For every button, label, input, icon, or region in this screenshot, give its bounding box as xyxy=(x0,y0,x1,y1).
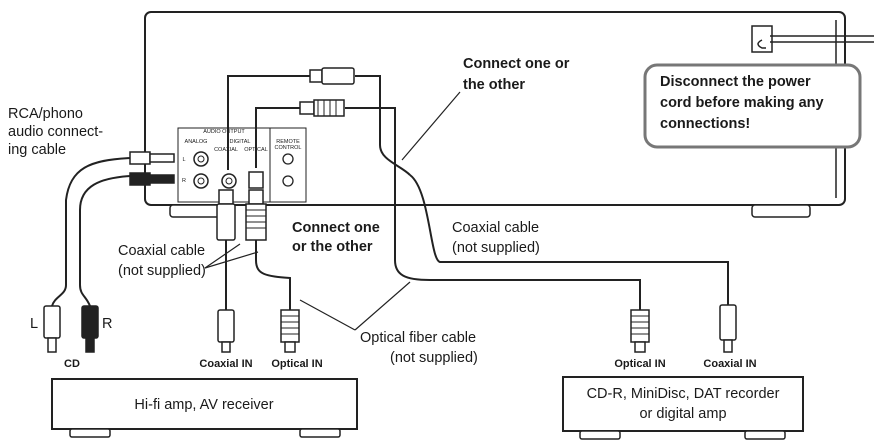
rear-panel: AUDIO OUTPUT ANALOG DIGITAL COAXIAL OPTI… xyxy=(177,127,307,203)
control-label: CONTROL xyxy=(275,145,302,151)
coax-in-left-label: Coaxial IN xyxy=(199,358,252,370)
cdr-recorder-device: CD-R, MiniDisc, DAT recorder or digital … xyxy=(562,376,804,440)
warning-line-2: cord before making any xyxy=(660,95,824,111)
hifi-amp-device: Hi-fi amp, AV receiver xyxy=(51,378,358,438)
optical-in-left-label: Optical IN xyxy=(271,358,322,370)
analog-label: ANALOG xyxy=(185,139,208,145)
coax-cable-right-1: Coaxial cable xyxy=(452,220,539,236)
optical-in-right-label: Optical IN xyxy=(614,358,665,370)
plug-l-label: L xyxy=(30,316,38,332)
labels: RCA/phono audio connect- ing cable Conne… xyxy=(8,56,757,370)
device-plugs xyxy=(43,304,737,353)
hifi-amp-label: Hi-fi amp, AV receiver xyxy=(134,397,273,413)
connect-one-top-2: the other xyxy=(463,77,525,93)
coaxial-label: COAXIAL xyxy=(214,147,238,153)
cdr-label-2: or digital amp xyxy=(639,406,726,422)
jack-r-label: R xyxy=(182,178,186,184)
plug-r-label: R xyxy=(102,316,112,332)
audio-output-label: AUDIO OUTPUT xyxy=(203,129,245,135)
optical-cable-1: Optical fiber cable xyxy=(360,330,476,346)
coax-in-right-label: Coaxial IN xyxy=(703,358,756,370)
warning-line-3: connections! xyxy=(660,116,750,132)
connect-one-mid-2: or the other xyxy=(292,239,373,255)
coax-cable-left-1: Coaxial cable xyxy=(118,243,205,259)
cdr-label-1: CD-R, MiniDisc, DAT recorder xyxy=(587,386,780,402)
rca-cable-label-2: audio connect- xyxy=(8,124,103,140)
coax-cable-right-2: (not supplied) xyxy=(452,240,540,256)
rca-cable-label-1: RCA/phono xyxy=(8,106,83,122)
rca-cable-label-3: ing cable xyxy=(8,142,66,158)
warning-line-1: Disconnect the power xyxy=(660,74,811,90)
cd-label: CD xyxy=(64,358,80,370)
digital-label: DIGITAL xyxy=(230,139,251,145)
jack-l-label: L xyxy=(182,157,185,163)
warning-callout: Disconnect the power cord before making … xyxy=(643,63,862,149)
coax-cable-left-2: (not supplied) xyxy=(118,263,206,279)
connect-one-top-1: Connect one or xyxy=(463,56,570,72)
cables xyxy=(51,75,729,310)
connect-one-mid-1: Connect one xyxy=(292,220,380,236)
remote-label: REMOTE xyxy=(276,139,300,145)
callout-lines xyxy=(204,91,461,331)
optical-cable-2: (not supplied) xyxy=(390,350,478,366)
plugs xyxy=(129,67,355,241)
